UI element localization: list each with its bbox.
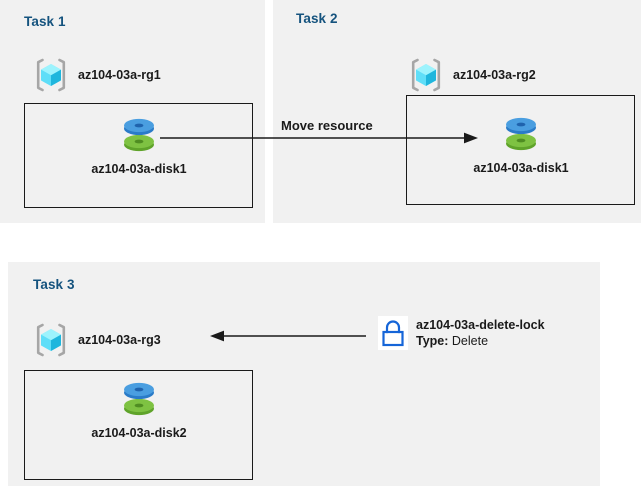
resource-group-label-rg3: az104-03a-rg3 [78, 333, 161, 347]
disk-label-task2: az104-03a-disk1 [473, 161, 569, 175]
panel-task2 [273, 0, 641, 223]
lock-text-block: az104-03a-delete-lock Type: Delete [416, 316, 545, 349]
disk-label-task3: az104-03a-disk2 [91, 426, 187, 440]
lock-node: az104-03a-delete-lock Type: Delete [378, 316, 545, 350]
panel-task1 [0, 0, 265, 223]
resource-group-node-rg1: az104-03a-rg1 [33, 57, 161, 93]
lock-type-key: Type: [416, 334, 452, 348]
resource-group-box-task1 [24, 103, 253, 208]
resource-group-box-task2 [406, 95, 635, 205]
panel-task3 [8, 262, 600, 486]
disk-node-task1: az104-03a-disk1 [84, 113, 194, 176]
lock-icon [378, 316, 408, 350]
resource-group-label-rg1: az104-03a-rg1 [78, 68, 161, 82]
lock-type-value: Delete [451, 334, 489, 348]
disk-icon [124, 382, 154, 416]
resource-group-icon [411, 58, 441, 92]
resource-group-icon [36, 58, 66, 92]
disk-label-task1: az104-03a-disk1 [91, 162, 187, 176]
arrow-lock-to-rg3 [210, 330, 366, 342]
resource-group-icon [36, 323, 66, 357]
disk-icon [124, 118, 154, 152]
resource-group-label-rg2: az104-03a-rg2 [453, 68, 536, 82]
panel-title-task3: Task 3 [33, 277, 75, 292]
connector-label-move-resource: Move resource [281, 118, 373, 133]
disk-node-task3: az104-03a-disk2 [84, 377, 194, 440]
panel-title-task1: Task 1 [24, 14, 66, 29]
resource-group-box-task3 [24, 370, 253, 480]
lock-type-row: Type: Delete [416, 333, 545, 349]
lock-name-label: az104-03a-delete-lock [416, 318, 545, 332]
resource-group-node-rg3: az104-03a-rg3 [33, 322, 161, 358]
resource-group-node-rg2: az104-03a-rg2 [408, 57, 536, 93]
disk-node-task2: az104-03a-disk1 [466, 112, 576, 175]
arrow-move-resource [160, 132, 478, 144]
panel-title-task2: Task 2 [296, 11, 338, 26]
disk-icon [506, 117, 536, 151]
